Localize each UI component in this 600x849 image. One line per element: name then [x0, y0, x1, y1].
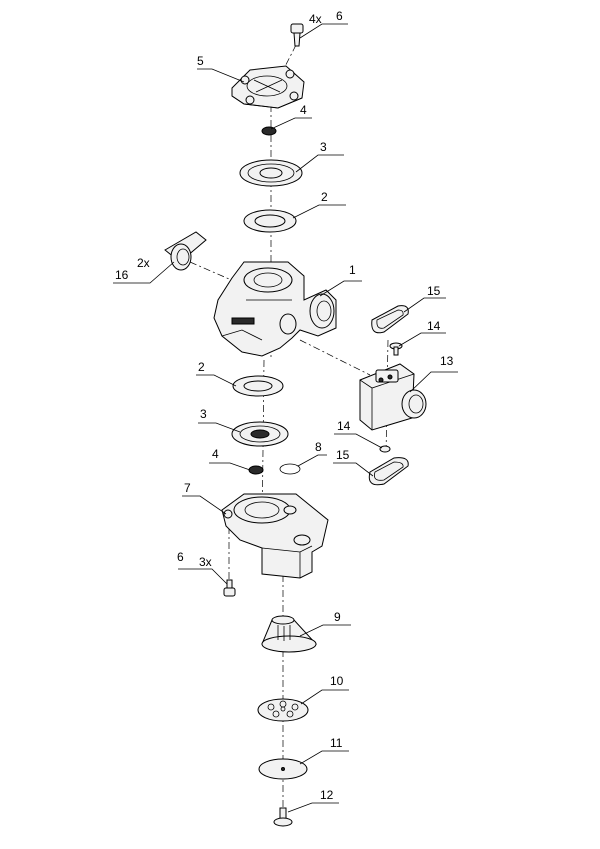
- callout-4-mid: 4: [212, 447, 219, 461]
- callout-4-top: 4: [300, 103, 307, 117]
- callout-8: 8: [315, 440, 322, 454]
- part-9-cone: [261, 615, 317, 653]
- part-16-plug: [164, 231, 207, 271]
- part-6-screw-bottom: [223, 579, 236, 597]
- callout-11: 11: [330, 736, 343, 750]
- part-10-perforated-disc: [257, 698, 309, 722]
- part-13-solenoid: [359, 363, 427, 431]
- part-15-seal-top: [371, 305, 409, 334]
- part-3-diaphragm-top: [239, 159, 303, 187]
- callout-2-mid: 2: [198, 360, 205, 374]
- callout-10: 10: [330, 674, 344, 688]
- part-4-nut-mid: [248, 465, 264, 475]
- callout-9: 9: [334, 610, 341, 624]
- part-1-valve-body: [213, 261, 337, 357]
- part-12-rivet: [273, 807, 293, 827]
- callout-6-top-qty: 4x: [309, 12, 322, 26]
- leader-lines: [113, 23, 458, 813]
- part-8-o-ring: [279, 463, 301, 475]
- callout-6-bottom: 6: [177, 550, 184, 564]
- callout-2-top: 2: [321, 190, 328, 204]
- part-5-cover: [231, 65, 305, 109]
- part-4-nut-top: [261, 126, 277, 136]
- part-2-washer-top: [243, 209, 297, 233]
- part-3-diaphragm-mid: [231, 421, 289, 447]
- callout-1: 1: [349, 263, 356, 277]
- part-15-seal-bottom: [368, 457, 409, 486]
- callout-3-top: 3: [320, 140, 327, 154]
- callout-15-top: 15: [427, 284, 441, 298]
- callout-16: 16: [115, 268, 129, 282]
- part-14-pin-top: [389, 342, 403, 356]
- part-11-disc: [258, 758, 308, 780]
- callout-7: 7: [184, 481, 191, 495]
- callout-13: 13: [440, 354, 454, 368]
- part-14-pin-bottom: [379, 445, 391, 453]
- callout-6-top: 6: [336, 9, 343, 23]
- callout-5: 5: [197, 54, 204, 68]
- callout-14-bottom: 14: [337, 419, 351, 433]
- callout-16-qty: 2x: [137, 256, 150, 270]
- callout-6-bottom-qty: 3x: [199, 555, 212, 569]
- callout-3-mid: 3: [200, 407, 207, 421]
- part-2-washer-mid: [232, 375, 284, 397]
- callout-12: 12: [320, 788, 334, 802]
- callout-14-top: 14: [427, 319, 441, 333]
- callout-15-bottom: 15: [336, 448, 350, 462]
- part-7-lower-housing: [221, 493, 329, 579]
- part-6-screw-top: [290, 23, 304, 47]
